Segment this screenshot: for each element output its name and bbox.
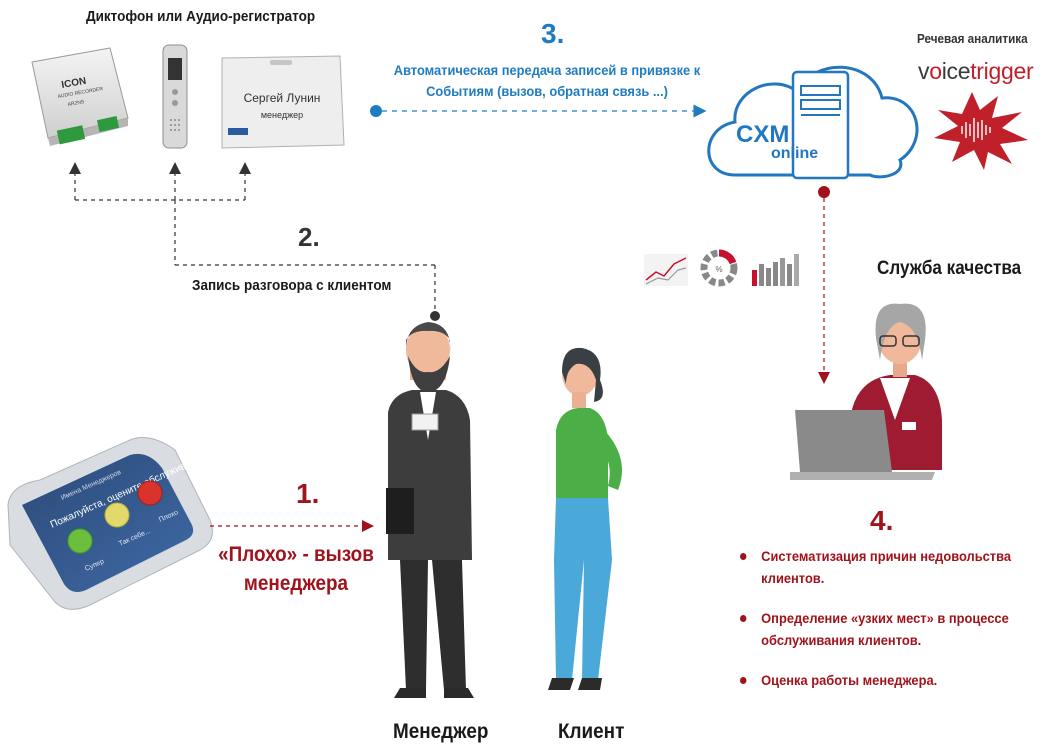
step4-number: 4. [870,505,894,536]
step3-text: Автоматическая передача записей в привяз… [393,62,701,99]
bad-button[interactable] [137,480,163,506]
logo-mic-o: o [929,58,942,84]
speech-analytics-label: Речевая аналитика [917,31,1028,46]
step4-start-dot [818,186,830,198]
voicetrigger-logo: voicetrigger [918,58,1034,85]
benefit-item: Систематизация причин недовольства клиен… [740,545,1034,589]
logo-mid: ice [941,58,971,84]
devices-title: Диктофон или Аудио-регистратор [86,8,316,25]
quality-service-title: Служба качества [877,258,1022,279]
average-button[interactable] [104,502,130,528]
benefit-item: Оценка работы менеджера. [740,669,1034,691]
cxm-line2: online [771,145,818,162]
step3-start-dot [370,105,382,117]
badge-name: Сергей Лунин [244,91,321,105]
logo-prefix: v [918,58,930,84]
device-line2: AR2NS [67,99,85,108]
step1-number: 1. [296,478,320,509]
quality-analyst-figure [790,303,942,480]
donut-chart-icon: % [700,249,738,287]
dictaphone-device [162,44,188,149]
step1-text: «Плохо» - вызов менеджера [218,543,374,595]
bullet-icon [740,553,747,560]
svg-text:%: % [715,265,722,274]
logo-suffix: trigger [970,58,1034,84]
bullet-icon [740,677,747,684]
client-label: Клиент [558,720,625,743]
benefits-list: Систематизация причин недовольства клиен… [740,545,1060,709]
manager-figure [386,322,474,698]
voicetrigger-splash-icon [934,92,1028,170]
audio-recorder-device: ICON AUDIO RECORDER AR2NS [31,47,129,146]
cxm-line1: CXM [736,121,789,148]
bar-chart-icon [752,254,799,286]
benefit-text: Систематизация причин недовольства клиен… [761,548,1012,586]
good-button[interactable] [67,528,93,554]
line-chart-icon [644,254,688,286]
step2-endpoint-dot [430,311,440,321]
step2-connector [69,162,436,312]
step3-number: 3. [541,18,565,49]
step2-text: Запись разговора с клиентом [192,277,392,294]
device-brand: ICON [61,76,88,91]
benefit-text: Определение «узких мест» в процессе обсл… [761,610,1009,648]
bullet-icon [740,615,747,622]
badge-role: менеджер [261,110,303,120]
client-figure [548,347,622,690]
badge-recorder: Сергей Лунин менеджер [221,55,345,149]
benefit-text: Оценка работы менеджера. [761,672,938,688]
feedback-button-device: Имена Менеджеров Пожалуйста, оцените обс… [7,437,213,610]
step2-number: 2. [298,222,320,252]
cxm-cloud: CXM online [707,65,919,180]
benefit-item: Определение «узких мест» в процессе обсл… [740,607,1034,651]
manager-label: Менеджер [393,720,489,743]
